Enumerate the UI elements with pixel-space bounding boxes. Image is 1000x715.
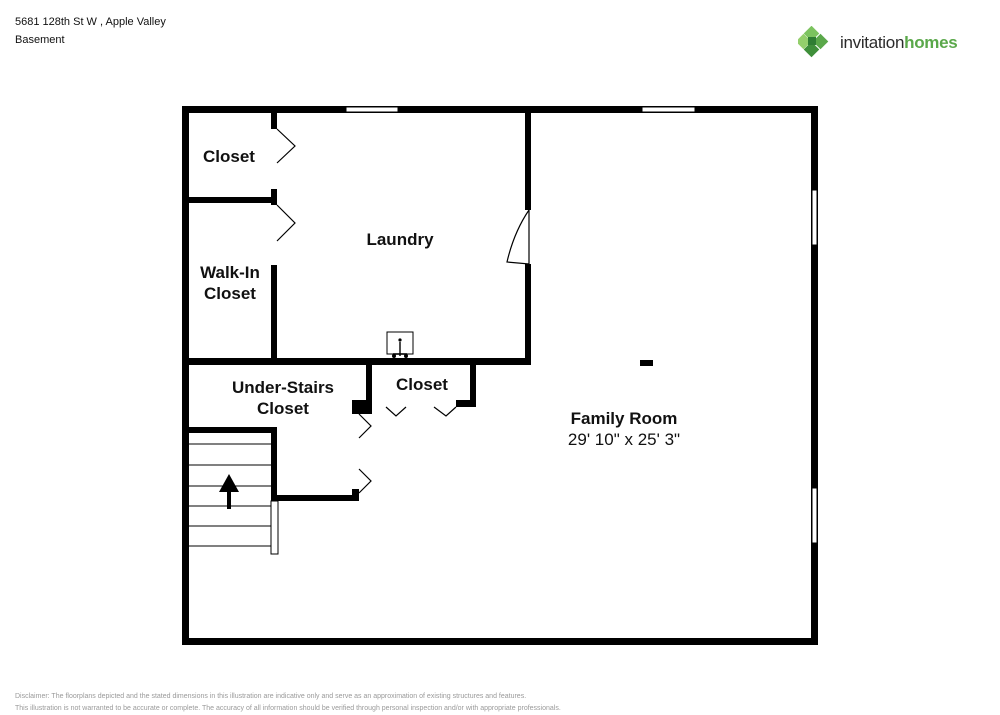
outer-walls <box>182 106 818 645</box>
floor-level: Basement <box>15 34 65 46</box>
washer-dryer-icon <box>386 331 414 358</box>
room-label-under-stairs-1: Under-Stairs <box>232 378 334 397</box>
family-room-dimensions: 29' 10" x 25' 3" <box>568 430 680 449</box>
room-label-closet-top: Closet <box>203 147 255 166</box>
stairs <box>189 427 279 555</box>
brand-wordmark: invitationhomes <box>840 33 958 53</box>
stairs-arrow-icon <box>219 474 239 509</box>
room-label-walk-in-2: Closet <box>204 284 256 303</box>
brand-prefix: invitation <box>840 33 905 52</box>
brand-suffix: homes <box>904 33 958 52</box>
fixture-marker <box>640 360 653 366</box>
window-icon <box>345 106 818 544</box>
disclaimer-line-2: This illustration is not warranted to be… <box>15 705 561 712</box>
door-swing-icon <box>276 128 530 494</box>
room-label-closet-middle: Closet <box>396 375 448 394</box>
property-address: 5681 128th St W , Apple Valley <box>15 16 166 28</box>
interior-walls <box>189 113 531 501</box>
room-label-under-stairs-2: Closet <box>257 399 309 418</box>
brand-logo: invitationhomes <box>798 24 988 64</box>
disclaimer: Disclaimer: The floorplans depicted and … <box>15 691 715 715</box>
room-label-walk-in-1: Walk-In <box>200 263 260 282</box>
room-label-family-room: Family Room <box>571 409 678 428</box>
disclaimer-line-1: Disclaimer: The floorplans depicted and … <box>15 693 527 700</box>
clover-logo-icon <box>798 26 829 58</box>
room-label-laundry: Laundry <box>366 230 434 249</box>
